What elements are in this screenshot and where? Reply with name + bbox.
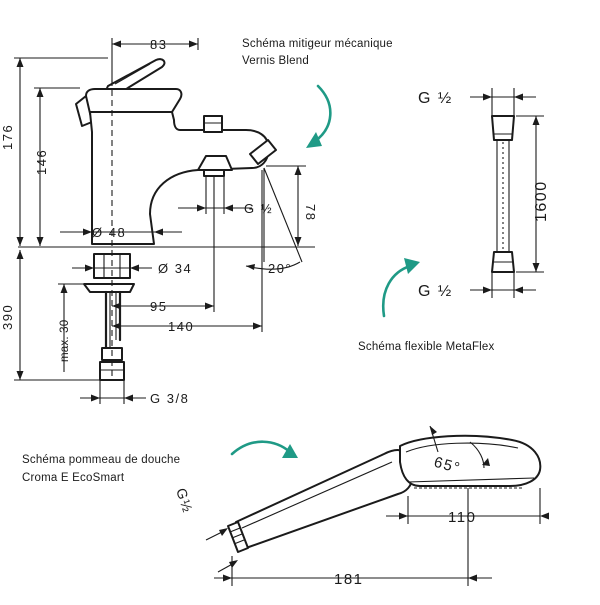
shower-thread: G½ bbox=[173, 486, 196, 515]
mounting-plate bbox=[83, 283, 135, 293]
hose-body bbox=[496, 140, 510, 252]
dim-width-top: 83 bbox=[150, 37, 167, 52]
hose-top-nut bbox=[491, 115, 515, 141]
dim-thread-connection: G 3/8 bbox=[150, 391, 189, 406]
shower-pointer-arrow bbox=[230, 440, 298, 458]
mixer-pointer-arrow bbox=[306, 84, 332, 148]
shower-angle: 65° bbox=[432, 454, 463, 477]
shower-caption-line1: Schéma pommeau de douche bbox=[22, 454, 180, 466]
dim-thread-spout: G ½ bbox=[244, 201, 273, 216]
dim-angle: 20° bbox=[268, 261, 292, 276]
dim-diameter-stud: Ø 34 bbox=[158, 261, 192, 276]
hose-outlet bbox=[249, 139, 277, 165]
mixer-caption-line2: Vernis Blend bbox=[242, 55, 309, 67]
hose-thread-bottom: G ½ bbox=[418, 283, 453, 300]
mixer-drawing: 83 176 146 Ø 48 Ø 34 G ½ 78 20 bbox=[0, 37, 318, 406]
dim-height-total: 176 bbox=[0, 124, 15, 150]
dim-height-body: 146 bbox=[34, 149, 49, 175]
shower-caption-line2: Croma E EcoSmart bbox=[22, 472, 125, 484]
dim-distance-140: 140 bbox=[168, 319, 194, 334]
spout-aerator bbox=[203, 169, 225, 177]
dim-below-deck: 390 bbox=[0, 304, 15, 330]
shower-head bbox=[399, 434, 542, 487]
mixer-caption-line1: Schéma mitigeur mécanique bbox=[242, 38, 393, 50]
dim-max-thickness: max. 30 bbox=[59, 320, 71, 362]
dim-spout-height: 78 bbox=[303, 204, 318, 221]
hose-thread-top: G ½ bbox=[418, 90, 453, 107]
hose-drawing: G ½ 1600 G ½ bbox=[418, 88, 550, 300]
dim-distance-95: 95 bbox=[150, 299, 167, 314]
dim-diameter-base: Ø 48 bbox=[92, 225, 126, 240]
shower-head-width: 110 bbox=[448, 509, 476, 526]
hose-caption: Schéma flexible MetaFlex bbox=[358, 341, 495, 353]
shower-total-length: 181 bbox=[334, 571, 364, 588]
diverter-knob bbox=[203, 115, 223, 133]
mixer-handle-base bbox=[83, 88, 183, 113]
shower-drawing: 65° 110 181 G½ bbox=[173, 425, 549, 588]
hose-length: 1600 bbox=[533, 180, 550, 222]
hose-pointer-arrow bbox=[381, 258, 420, 318]
